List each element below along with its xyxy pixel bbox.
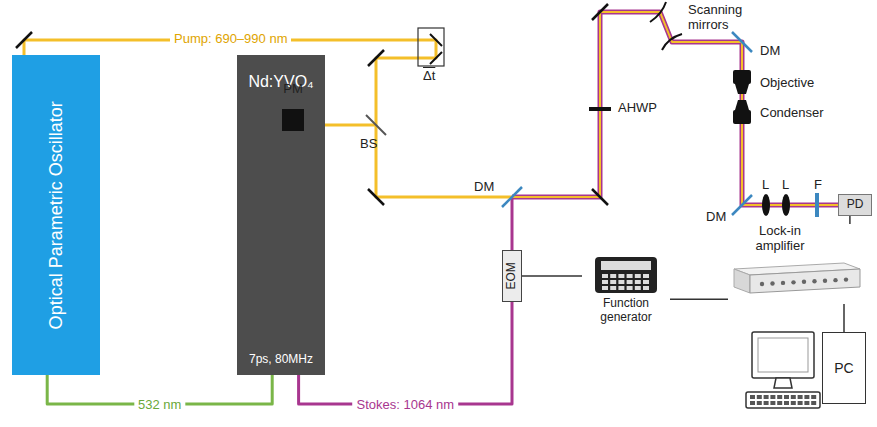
node-label: PC — [834, 360, 853, 376]
delay-stage — [418, 28, 444, 66]
node-label: PD — [847, 198, 864, 212]
laser-beam — [299, 302, 512, 404]
photodiode-box: PD — [838, 194, 872, 216]
pc-box: PC — [822, 332, 866, 404]
signal-cable — [670, 298, 728, 300]
part-label: Condenser — [760, 106, 824, 121]
pulse-spec: 7ps, 80MHz — [249, 353, 313, 367]
beam-label: Pump: 690–990 nm — [170, 32, 291, 47]
part-label: F — [814, 178, 822, 193]
part-label: Objective — [760, 76, 814, 91]
keyboard-keys — [750, 395, 816, 405]
lens — [762, 194, 790, 216]
signal-cable — [843, 304, 845, 332]
power-meter: PM — [276, 82, 310, 138]
laser-box: Nd:YVO₄ 7ps, 80MHz — [237, 55, 325, 375]
node-label: Nd:YVO₄ — [248, 73, 313, 91]
scanning-mirror — [650, 2, 682, 50]
power-meter-body — [282, 109, 304, 131]
part-label: DM — [474, 180, 494, 195]
part-label: DM — [706, 210, 726, 225]
lock-in-icon — [728, 257, 862, 297]
combined-beam-core — [512, 12, 838, 205]
beam-splitter — [366, 115, 386, 135]
beam-label: 532 nm — [134, 397, 185, 412]
part-label: AHWP — [618, 101, 657, 116]
function-generator-icon — [594, 256, 658, 294]
filter — [815, 193, 819, 217]
lock-in-amplifier: Lock-in amplifier — [728, 224, 866, 304]
delay-label: Δt — [423, 69, 435, 84]
condenser-lens — [733, 100, 751, 124]
modulator-box: EOM — [502, 250, 522, 302]
node-label: Lock-in amplifier — [738, 224, 822, 254]
node-label: EOM — [505, 262, 519, 289]
function-generator: Function generator — [582, 256, 670, 328]
signal-cable — [849, 216, 851, 224]
combined-beam — [512, 12, 838, 205]
node-label: PM — [283, 82, 303, 97]
stokes-beam — [511, 197, 514, 250]
half-wave-plate — [589, 107, 611, 111]
part-label: DM — [760, 44, 780, 59]
signal-cable — [522, 275, 582, 277]
part-label: BS — [360, 137, 377, 152]
beam-label: Stokes: 1064 nm — [353, 397, 459, 412]
oscillator-box: Optical Parametric Oscillator — [12, 55, 100, 375]
part-label: L — [782, 178, 789, 193]
dichroic-mirror — [502, 32, 752, 215]
computer-icon — [746, 332, 820, 408]
node-label: Function generator — [586, 297, 666, 325]
part-label: Scanning mirrors — [688, 3, 750, 33]
node-label: Optical Parametric Oscillator — [46, 101, 67, 329]
part-label: L — [762, 178, 769, 193]
objective-lens — [733, 70, 751, 94]
